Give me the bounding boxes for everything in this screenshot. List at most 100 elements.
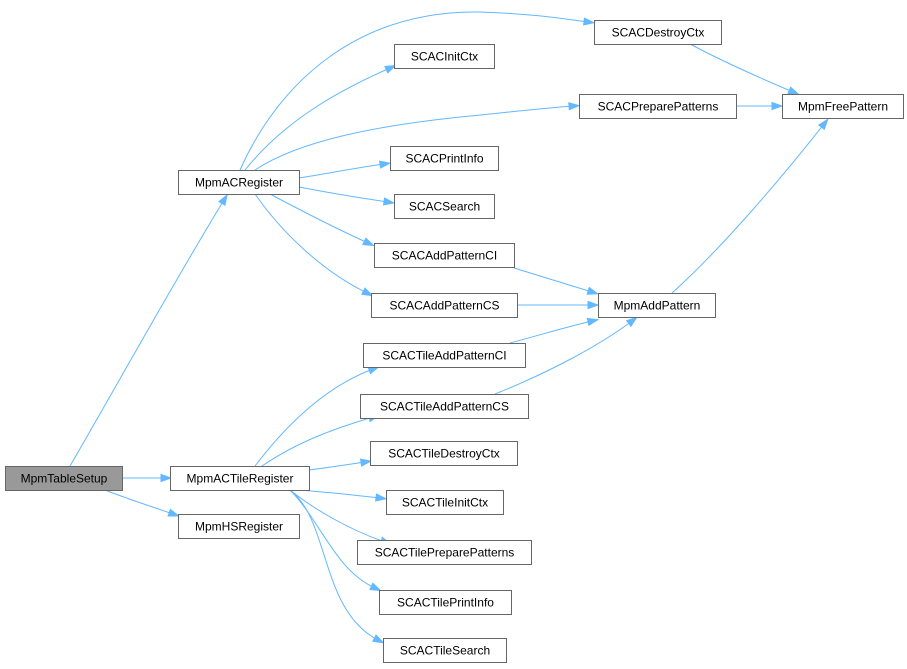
node-label: SCACTilePreparePatterns: [375, 546, 515, 560]
edge-MpmACTileRegister-to-SCACTilePrintInfo: [289, 489, 382, 592]
edge-SCACDestroyCtx-to-MpmFreePattern: [689, 43, 800, 95]
node-SCACTilePrintInfo[interactable]: SCACTilePrintInfo: [379, 590, 512, 615]
node-SCACTileAddPatternCS[interactable]: SCACTileAddPatternCS: [360, 394, 529, 419]
node-box: [374, 243, 515, 268]
edge-MpmACRegister-to-SCACAddPatternCI: [269, 193, 375, 247]
arrowhead-icon: [586, 286, 600, 295]
arrowhead-icon: [568, 102, 581, 111]
node-MpmHSRegister[interactable]: MpmHSRegister: [178, 514, 300, 539]
edge-MpmACRegister-to-SCACInitCtx: [244, 64, 397, 171]
edge-line: [513, 267, 593, 293]
node-label: SCACTileSearch: [400, 644, 490, 658]
node-box: [178, 514, 300, 539]
arrowhead-icon: [167, 508, 181, 517]
node-box: [178, 170, 300, 195]
node-MpmAddPattern[interactable]: MpmAddPattern: [598, 293, 716, 318]
edge-line: [689, 43, 794, 93]
edge-line: [244, 67, 391, 171]
arrowhead-icon: [361, 287, 374, 297]
arrowhead-icon: [375, 493, 388, 502]
node-SCACAddPatternCS[interactable]: SCACAddPatternCS: [371, 293, 518, 318]
edge-MpmTableSetup-to-MpmACRegister: [69, 193, 228, 467]
node-box: [579, 94, 737, 119]
node-box: [782, 94, 904, 119]
node-SCACAddPatternCI[interactable]: SCACAddPatternCI: [374, 243, 515, 268]
arrowhead-icon: [160, 473, 173, 483]
node-label: MpmHSRegister: [195, 520, 283, 534]
node-label: SCACPrintInfo: [405, 152, 483, 166]
edge-MpmACTileRegister-to-SCACTileSearch: [289, 489, 385, 644]
node-box: [357, 540, 532, 565]
node-label: SCACPreparePatterns: [598, 100, 719, 114]
edge-line: [289, 489, 376, 589]
node-SCACTileInitCtx[interactable]: SCACTileInitCtx: [386, 490, 504, 515]
node-SCACTileDestroyCtx[interactable]: SCACTileDestroyCtx: [370, 441, 518, 466]
node-SCACTileSearch[interactable]: SCACTileSearch: [383, 638, 507, 663]
edge-MpmACTileRegister-to-SCACTileInitCtx: [299, 489, 388, 502]
node-box: [360, 394, 529, 419]
node-label: SCACTilePrintInfo: [397, 596, 494, 610]
arrowhead-icon: [583, 17, 596, 26]
edge-SCACTileAddPatternCI-to-MpmAddPattern: [509, 317, 600, 344]
node-box: [170, 466, 310, 491]
node-MpmTableSetup[interactable]: MpmTableSetup: [5, 466, 123, 491]
arrowhead-icon: [787, 86, 800, 95]
edge-line: [239, 11, 589, 171]
node-box: [394, 194, 495, 219]
edge-line: [299, 489, 381, 499]
arrowhead-icon: [817, 118, 829, 131]
edge-MpmTableSetup-to-MpmHSRegister: [104, 489, 181, 517]
edge-line: [104, 489, 174, 515]
edge-SCACAddPatternCS-to-MpmAddPattern: [517, 300, 600, 310]
node-box: [363, 343, 526, 368]
edge-MpmACRegister-to-SCACAddPatternCS: [254, 193, 374, 297]
node-box: [379, 590, 512, 615]
edge-line: [254, 193, 368, 294]
node-label: SCACDestroyCtx: [612, 26, 705, 40]
node-label: MpmTableSetup: [21, 472, 108, 486]
edge-line: [509, 320, 593, 344]
edge-line: [289, 489, 379, 641]
edge-MpmACTileRegister-to-SCACTileAddPatternCS: [261, 414, 381, 467]
node-SCACPrintInfo[interactable]: SCACPrintInfo: [390, 146, 499, 171]
node-label: SCACTileAddPatternCS: [380, 400, 509, 414]
edge-MpmACRegister-to-SCACPrintInfo: [298, 160, 392, 179]
edge-MpmACRegister-to-SCACPreparePatterns: [254, 102, 581, 171]
edge-SCACAddPatternCI-to-MpmAddPattern: [513, 267, 600, 295]
node-label: MpmACRegister: [195, 176, 283, 190]
arrowhead-icon: [382, 197, 396, 206]
arrowhead-icon: [372, 634, 385, 644]
edge-MpmACTileRegister-to-SCACTileDestroyCtx: [308, 458, 373, 471]
arrowhead-icon: [362, 237, 375, 247]
node-SCACSearch[interactable]: SCACSearch: [394, 194, 495, 219]
node-box: [383, 638, 507, 663]
arrowhead-icon: [369, 582, 382, 592]
node-box: [370, 441, 518, 466]
node-MpmACRegister[interactable]: MpmACRegister: [178, 170, 300, 195]
node-SCACPreparePatterns[interactable]: SCACPreparePatterns: [579, 94, 737, 119]
node-box: [390, 146, 499, 171]
edge-line: [298, 163, 385, 179]
edge-MpmAddPattern-to-MpmFreePattern: [671, 118, 829, 294]
node-SCACTileAddPatternCI[interactable]: SCACTileAddPatternCI: [363, 343, 526, 368]
edge-line: [261, 416, 374, 467]
node-label: SCACAddPatternCI: [392, 249, 497, 263]
node-label: MpmFreePattern: [798, 100, 888, 114]
node-box: [394, 44, 495, 69]
node-SCACDestroyCtx[interactable]: SCACDestroyCtx: [594, 20, 722, 45]
arrowhead-icon: [625, 316, 639, 328]
arrowhead-icon: [771, 101, 784, 111]
node-box: [5, 466, 123, 491]
node-label: SCACAddPatternCS: [389, 299, 499, 313]
node-MpmACTileRegister[interactable]: MpmACTileRegister: [170, 466, 310, 491]
edge-line: [308, 461, 366, 471]
edge-line: [69, 199, 225, 467]
node-MpmFreePattern[interactable]: MpmFreePattern: [782, 94, 904, 119]
edge-line: [269, 193, 369, 244]
node-SCACTilePreparePatterns[interactable]: SCACTilePreparePatterns: [357, 540, 532, 565]
arrowhead-icon: [378, 160, 392, 169]
node-SCACInitCtx[interactable]: SCACInitCtx: [394, 44, 495, 69]
edge-line: [254, 368, 374, 467]
edge-line: [254, 105, 574, 171]
